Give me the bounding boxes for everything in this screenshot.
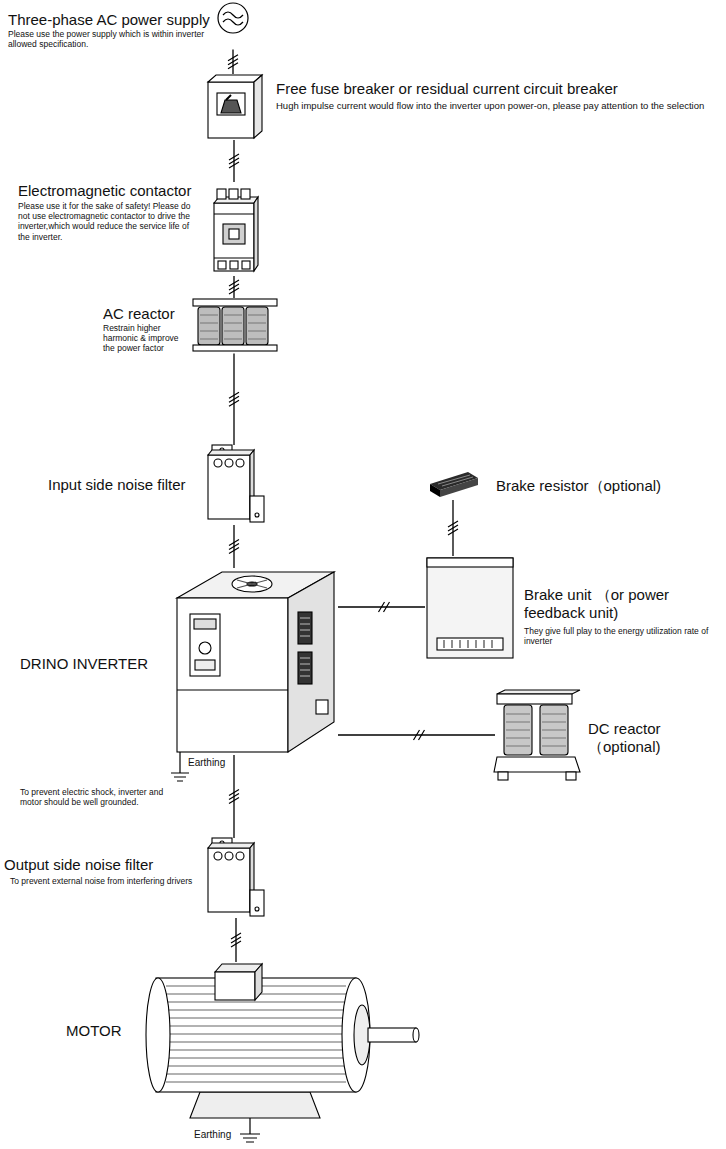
component-title: AC reactor [103, 305, 188, 323]
wire [231, 918, 241, 962]
component-group: Three-phase AC power supplyPlease use th… [8, 2, 249, 49]
wire [229, 525, 239, 568]
ac-source-symbol [218, 3, 248, 33]
component-title: DRINO INVERTER [20, 655, 170, 673]
component-group: Input side noise filter [48, 445, 265, 525]
wire [229, 140, 239, 182]
component-group: DC reactor（optional) [495, 690, 720, 782]
contactor-picture [214, 189, 258, 271]
phase-ticks [229, 280, 239, 294]
component-note: Restrain higher harmonic & improve the p… [103, 323, 189, 354]
component-title: Free fuse breaker or residual current ci… [276, 80, 722, 98]
output-filter-picture [208, 838, 264, 916]
phase-ticks [379, 602, 390, 612]
component-group: Brake resistor（optional) [428, 470, 720, 500]
wire [338, 730, 495, 740]
component-group: Brake unit （or power feedback unit) They … [425, 556, 720, 660]
component-title: DC reactor（optional) [588, 720, 720, 756]
phase-ticks [229, 790, 239, 804]
component-group: Free fuse breaker or residual current ci… [207, 74, 722, 140]
component-title: Input side noise filter [48, 476, 202, 494]
ac-reactor-picture [193, 299, 277, 351]
component-group: AC reactorRestrain higher harmonic & imp… [103, 298, 278, 354]
ground-symbol [171, 752, 260, 1142]
wire [338, 602, 425, 612]
wire [229, 755, 239, 838]
brake-resistor-picture [430, 472, 478, 497]
phase-ticks [448, 521, 458, 535]
phase-ticks [229, 154, 239, 168]
wire [229, 276, 239, 298]
component-title: Electromagnetic contactor [18, 182, 208, 200]
component-note: Hugh impulse current would flow into the… [276, 100, 716, 111]
component-group: MOTOR [66, 962, 420, 1122]
breaker-picture [208, 75, 262, 138]
inverter-picture [177, 572, 334, 752]
wire [229, 354, 239, 445]
brake-unit-picture [427, 558, 513, 658]
wire [448, 500, 458, 556]
phase-ticks [229, 540, 239, 554]
component-note: Please use the power supply which is wit… [8, 29, 223, 49]
component-group: Output side noise filter To prevent exter… [4, 838, 265, 918]
wire [228, 49, 238, 74]
dc-reactor-picture [494, 690, 580, 780]
input-filter-picture [208, 445, 264, 522]
phase-ticks [231, 933, 241, 947]
component-title: Brake unit （or power feedback unit) [524, 586, 720, 622]
component-note: Please use it for the sake of safety! Pl… [18, 201, 203, 242]
earthing-label: Earthing [188, 757, 238, 769]
earthing-label: Earthing [194, 1129, 238, 1141]
phase-ticks [228, 55, 238, 69]
component-title: Three-phase AC power supply [8, 11, 213, 29]
motor-picture [146, 964, 419, 1118]
component-note: To prevent external noise from interferi… [10, 876, 200, 886]
note-text: To prevent electric shock, inverter and … [20, 787, 170, 807]
component-note: They give full play to the energy utiliz… [524, 626, 720, 646]
phase-ticks [229, 392, 239, 406]
phase-ticks [414, 730, 425, 740]
component-group: Electromagnetic contactorPlease use it f… [18, 182, 260, 276]
component-group: DRINO INVERTER [20, 568, 338, 755]
component-title: Output side noise filter [4, 856, 200, 874]
component-title: Brake resistor（optional) [496, 477, 720, 495]
component-title: MOTOR [66, 1022, 136, 1040]
